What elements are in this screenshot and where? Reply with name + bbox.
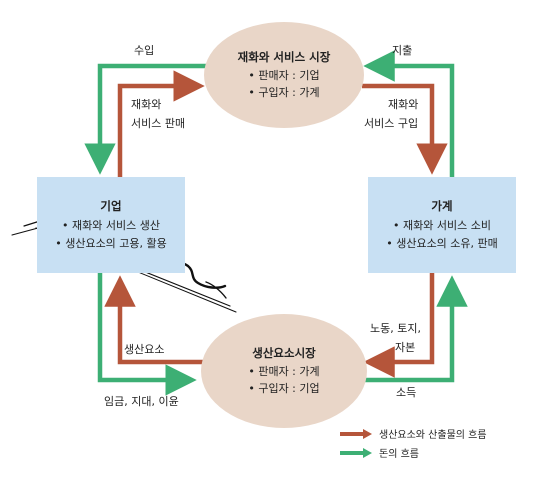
factor-market-ellipse: 생산요소시장 • 판매자 : 가계 • 구입자 : 기업 <box>201 314 367 428</box>
goods-bought-arrow <box>362 83 448 175</box>
legend-money-flow: 돈의 흐름 <box>339 445 419 460</box>
goods-market-buyer: • 구입자 : 가계 <box>248 86 320 99</box>
legend-goods-flow: 생산요소와 산출물의 흐름 <box>339 426 487 441</box>
goods-market-ellipse: 재화와 서비스 시장 • 판매자 : 기업 • 구입자 : 가계 <box>204 22 364 128</box>
spending-money-arrow <box>363 50 455 177</box>
factor-market-buyer: • 구입자 : 기업 <box>248 382 320 395</box>
goods-market-title: 재화와 서비스 시장 <box>237 50 331 64</box>
legend-goods-flow-label: 생산요소와 산출물의 흐름 <box>379 430 487 441</box>
goods-sold-label-1: 재화와 <box>131 98 162 111</box>
factor-market-title: 생산요소시장 <box>252 346 316 360</box>
firm-line-1: • 재화와 서비스 생산 <box>62 219 160 232</box>
factors-label: 생산요소 <box>124 343 165 356</box>
factors-arrow <box>104 275 204 365</box>
household-line-1: • 재화와 서비스 소비 <box>393 219 491 232</box>
household-box: 가계 • 재화와 서비스 소비 • 생산요소의 소유, 판매 <box>368 177 516 273</box>
revenue-money-arrow <box>84 63 207 175</box>
legend-red-arrow-icon <box>340 428 372 439</box>
spending-label: 지출 <box>392 44 413 57</box>
labor-land-label-2: 자본 <box>395 341 416 354</box>
income-money-arrow <box>362 275 468 383</box>
income-label: 소득 <box>396 386 417 399</box>
firm-title: 기업 <box>100 199 122 213</box>
wages-label: 임금, 지대, 이윤 <box>104 395 179 408</box>
labor-land-arrow <box>363 273 435 378</box>
goods-sold-arrow <box>117 70 205 177</box>
revenue-label: 수입 <box>134 44 155 57</box>
household-title: 가계 <box>431 199 453 213</box>
household-line-2: • 생산요소의 소유, 판매 <box>386 237 498 250</box>
firm-box: 기업 • 재화와 서비스 생산 • 생산요소의 고용, 활용 <box>37 177 185 273</box>
goods-sold-label-2: 서비스 판매 <box>131 117 186 130</box>
legend-money-flow-label: 돈의 흐름 <box>379 449 419 460</box>
goods-market-seller: • 판매자 : 기업 <box>248 69 320 82</box>
factor-market-seller: • 판매자 : 가계 <box>248 365 320 378</box>
labor-land-label-1: 노동, 토지, <box>370 322 421 335</box>
firm-line-2: • 생산요소의 고용, 활용 <box>55 237 167 250</box>
wages-money-arrow <box>97 273 197 396</box>
goods-bought-label-1: 재화와 <box>388 98 419 111</box>
legend-green-arrow-icon <box>340 447 372 458</box>
goods-bought-label-2: 서비스 구입 <box>364 117 419 130</box>
